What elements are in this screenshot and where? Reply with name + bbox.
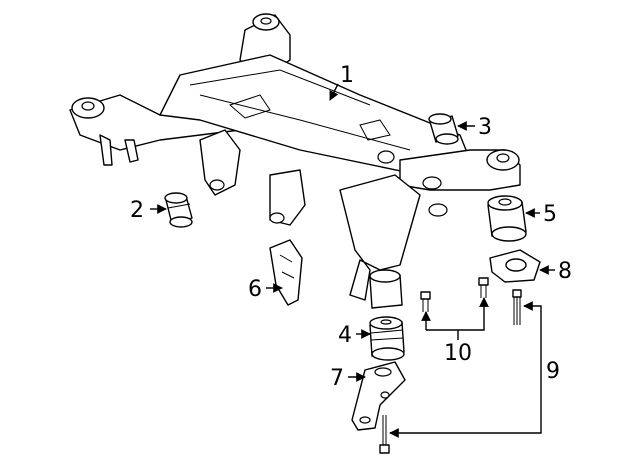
- callout-1: 1: [340, 63, 354, 88]
- upper-mount-bushing: [369, 269, 403, 309]
- bracket-part-6: [269, 239, 303, 306]
- callout-7: 7: [330, 366, 344, 391]
- callout-8: 8: [558, 259, 572, 284]
- callout-9: 9: [546, 359, 560, 384]
- callout-2: 2: [130, 198, 144, 223]
- bracket-part-7: [351, 361, 406, 431]
- bolt-part-9-lower: [379, 415, 390, 454]
- callout-10: 10: [444, 341, 472, 366]
- subframe-crossmember: [69, 13, 521, 301]
- mount-cap-part-8: [489, 249, 541, 283]
- callout-6: 6: [248, 277, 262, 302]
- callout-3: 3: [478, 115, 492, 140]
- leader-lines: [150, 83, 555, 438]
- callout-4: 4: [338, 323, 352, 348]
- mount-part-4: [369, 316, 405, 361]
- callout-labels: 1 2 3 4 5 6 7 8 9 10: [130, 63, 572, 391]
- bushing-part-3: [428, 113, 459, 145]
- bushing-part-2: [164, 192, 193, 228]
- callout-5: 5: [543, 202, 557, 227]
- mount-part-5: [487, 195, 527, 242]
- bolt-part-10-left: [420, 291, 431, 312]
- bolt-part-9-upper: [512, 289, 522, 325]
- bolt-part-10-right: [478, 277, 489, 298]
